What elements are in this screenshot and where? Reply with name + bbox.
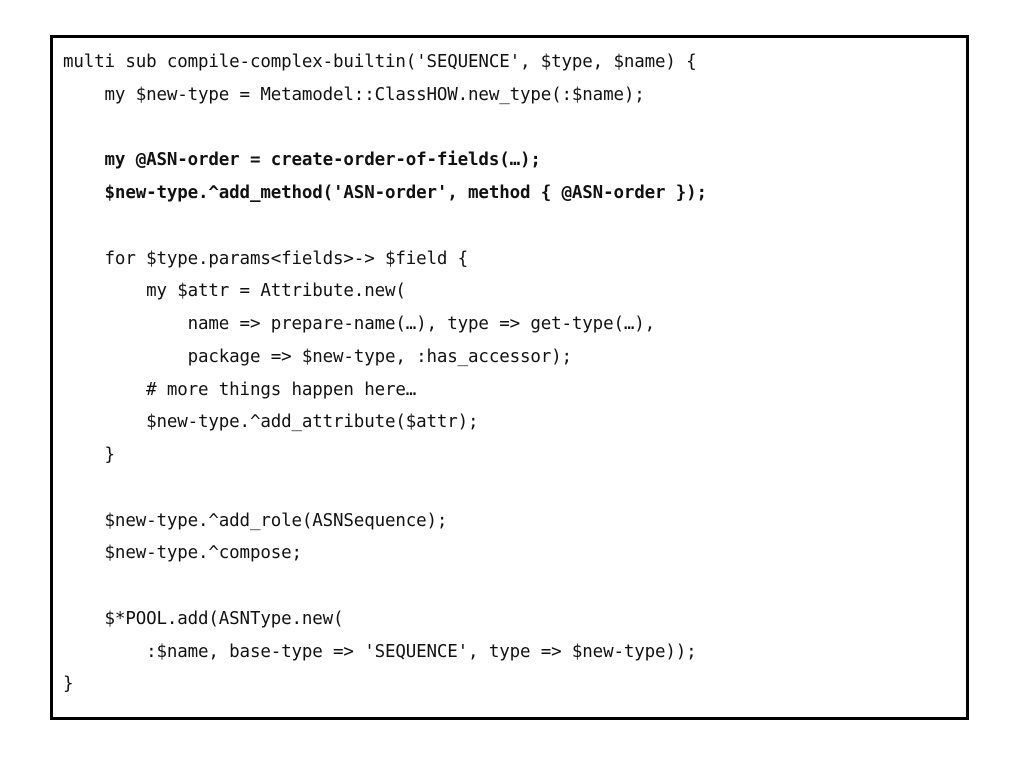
code-line bbox=[63, 210, 707, 243]
code-line: multi sub compile-complex-builtin('SEQUE… bbox=[63, 52, 697, 72]
code-line: $new-type.^add_role(ASNSequence); bbox=[63, 510, 448, 531]
code-line: my @ASN-order = create-order-of-fields(…… bbox=[63, 150, 541, 171]
code-line: } bbox=[63, 445, 116, 465]
code-line: :$name, base-type => 'SEQUENCE', type =>… bbox=[63, 641, 697, 662]
code-line: package => $new-type, :has_accessor); bbox=[63, 346, 572, 367]
code-line: $new-type.^add_attribute($attr); bbox=[63, 412, 479, 433]
code-lines: multi sub compile-complex-builtin('SEQUE… bbox=[63, 46, 707, 701]
code-line: for $type.params<fields>-> $field { bbox=[63, 248, 469, 269]
code-line: # more things happen here… bbox=[63, 379, 417, 400]
code-block: multi sub compile-complex-builtin('SEQUE… bbox=[50, 35, 969, 720]
code-line: $new-type.^add_method('ASN-order', metho… bbox=[63, 183, 708, 203]
code-line bbox=[63, 472, 707, 505]
code-line: $*POOL.add(ASNType.new( bbox=[63, 608, 344, 629]
code-line: $new-type.^compose; bbox=[63, 543, 303, 564]
code-line: my $new-type = Metamodel::ClassHOW.new_t… bbox=[63, 84, 645, 105]
code-line bbox=[63, 570, 707, 603]
code-line: my $attr = Attribute.new( bbox=[63, 281, 406, 302]
code-line bbox=[63, 112, 707, 145]
code-line: } bbox=[63, 674, 74, 695]
code-line: name => prepare-name(…), type => get-typ… bbox=[63, 314, 656, 334]
